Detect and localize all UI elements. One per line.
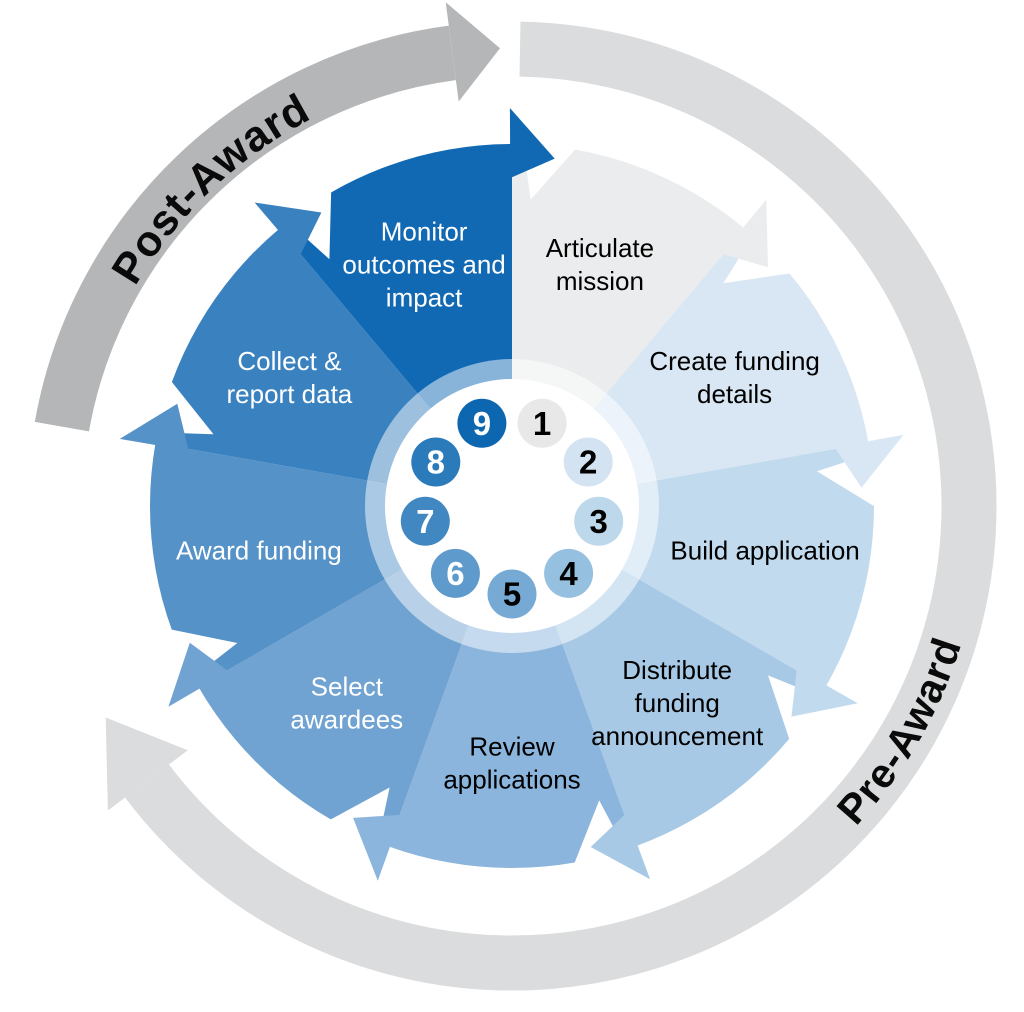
pre-award-label-text: Pre-Award (828, 632, 969, 833)
badge-6 (430, 548, 480, 598)
wedge-label-line: awardees (290, 704, 403, 734)
wedge-label-award-funding: Award funding (176, 536, 342, 566)
wedge-label-line: report data (227, 379, 353, 409)
wedge-notch-monitor-outcomes-impact (515, 92, 588, 200)
post-award-arc (34, 25, 456, 432)
badge-number-3: 3 (590, 503, 608, 540)
wedge-arrowhead-icon-award-funding (119, 403, 189, 451)
wedge-arrowhead-icon-select-awardees (168, 642, 229, 707)
pre-award-arc (125, 21, 997, 991)
wedge-notch-build-application (768, 675, 869, 757)
wedge-label-line: Collect & (237, 346, 341, 376)
wedge-label-line: applications (443, 765, 580, 795)
badge-number-9: 9 (473, 405, 491, 442)
post-award-arrowhead-icon (445, 2, 500, 102)
wedge-label-line: Select (311, 671, 384, 701)
center-hub: 12 34 5 67 89 (365, 359, 659, 653)
wedge-notch-award-funding (104, 367, 214, 435)
badge-number-5: 5 (503, 576, 521, 613)
badge-7 (400, 496, 450, 546)
badge-3 (574, 496, 624, 546)
wedge-label-line: Review (469, 732, 554, 762)
wedge-arrowhead-icon-build-application (791, 668, 858, 717)
wedge-arrowhead-icon-create-funding-details (834, 434, 904, 488)
wedge-label-line: Monitor (381, 217, 468, 247)
badge-number-8: 8 (427, 444, 445, 481)
badge-9 (457, 398, 507, 448)
wedge-label-line: Distribute (622, 655, 732, 685)
pre-award-label: Pre-Award (828, 632, 970, 833)
wedge-arrowhead-icon-monitor-outcomes-impact (509, 108, 555, 178)
wedge-notch-review-applications (314, 787, 390, 894)
outer-arcs (34, 2, 997, 991)
badge-1 (517, 398, 567, 448)
wedge-label-line: Award funding (176, 536, 342, 566)
wedge-label-line: announcement (591, 721, 764, 751)
badge-number-1: 1 (533, 405, 551, 442)
wedge-label-line: impact (386, 283, 463, 313)
wedge-label-collect-report-data: Collect &report data (227, 346, 353, 409)
badge-number-6: 6 (446, 555, 464, 592)
wedge-label-line: Build application (670, 536, 859, 566)
wedge-arrowhead-icon-distribute-funding-announcement (590, 813, 651, 880)
wedge-label-line: outcomes and (342, 250, 505, 280)
wedge-label-line: Create funding (649, 346, 820, 376)
wedge-review-applications (388, 506, 636, 869)
wedge-label-line: details (697, 379, 772, 409)
wedge-arrowhead-icon-articulate-mission (721, 199, 768, 268)
wedge-label-line: mission (556, 266, 644, 296)
wedge-arrowhead-icon-review-applications (353, 814, 402, 881)
wedge-label-build-application: Build application (670, 536, 859, 566)
wedge-arrowhead-icon-collect-report-data (254, 202, 322, 256)
pre-award-arrowhead-icon (105, 717, 188, 811)
badge-2 (563, 437, 613, 487)
badge-8 (411, 437, 461, 487)
wedge-label-line: Articulate (546, 233, 654, 263)
badge-number-4: 4 (559, 555, 578, 592)
badge-4 (544, 548, 594, 598)
wedge-label-line: funding (635, 688, 720, 718)
badge-number-7: 7 (416, 503, 434, 540)
badge-5 (487, 569, 537, 619)
badge-number-2: 2 (579, 444, 597, 481)
